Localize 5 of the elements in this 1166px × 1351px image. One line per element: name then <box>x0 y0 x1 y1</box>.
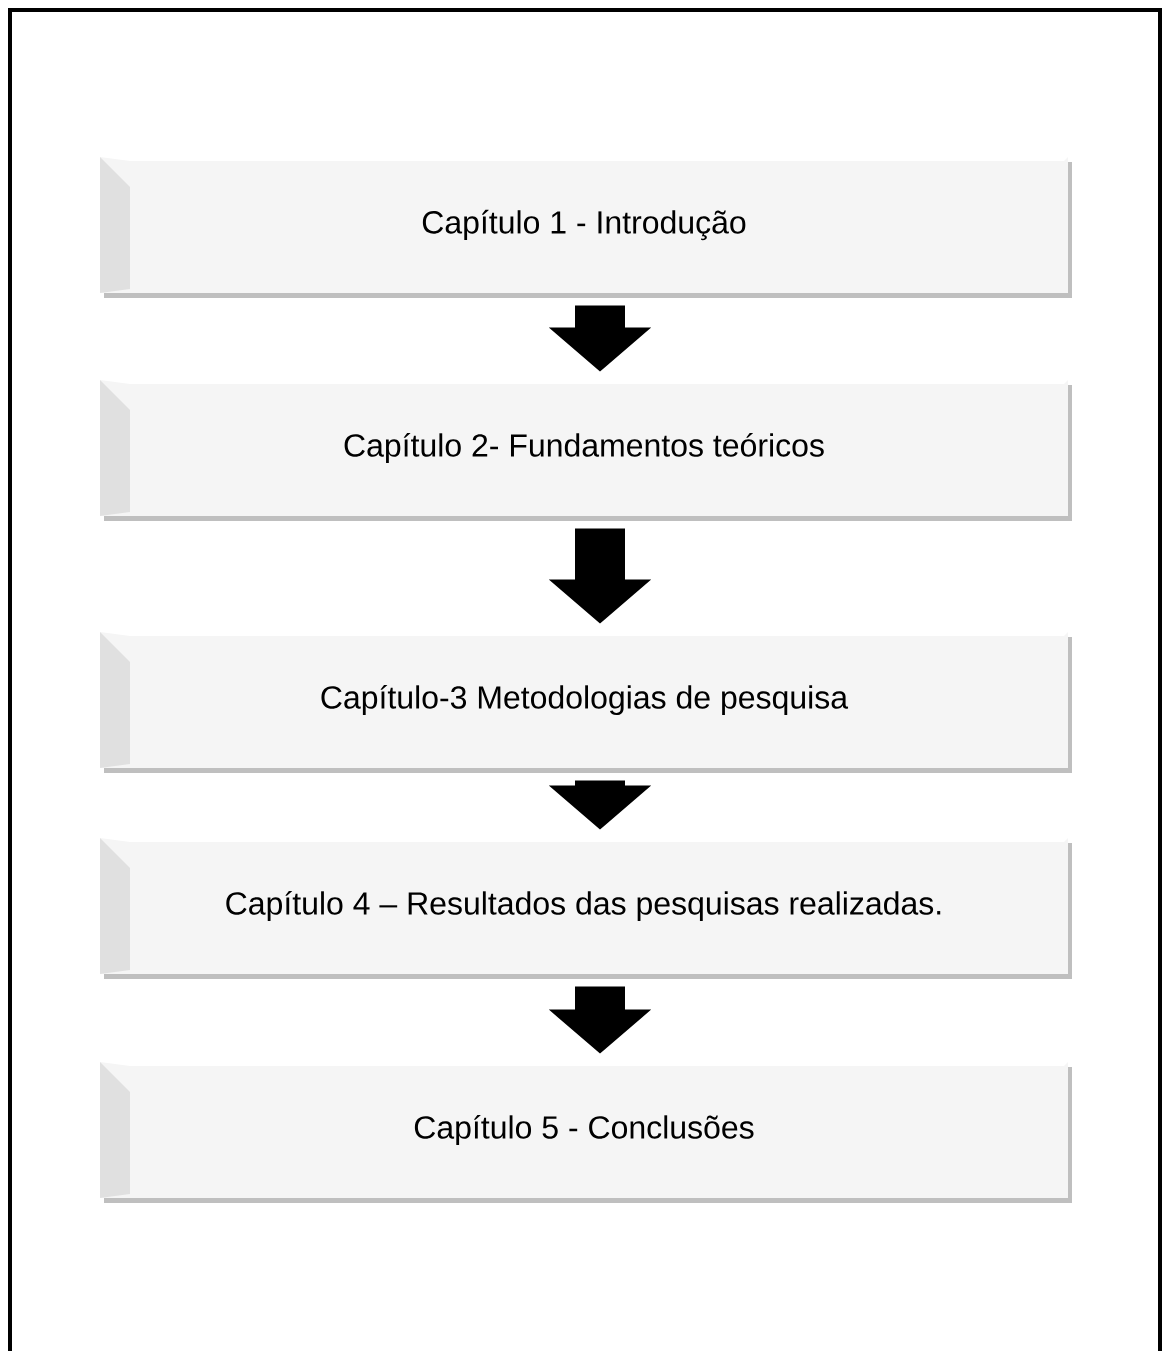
chapter-box: Capítulo-3 Metodologias de pesquisa <box>100 632 1072 773</box>
chapter-box: Capítulo 1 - Introdução <box>100 157 1072 298</box>
chapter-box: Capítulo 2- Fundamentos teóricos <box>100 380 1072 521</box>
chapter-box: Capítulo 5 - Conclusões <box>100 1062 1072 1203</box>
chapter-box: Capítulo 4 – Resultados das pesquisas realizadas. <box>100 838 1072 979</box>
